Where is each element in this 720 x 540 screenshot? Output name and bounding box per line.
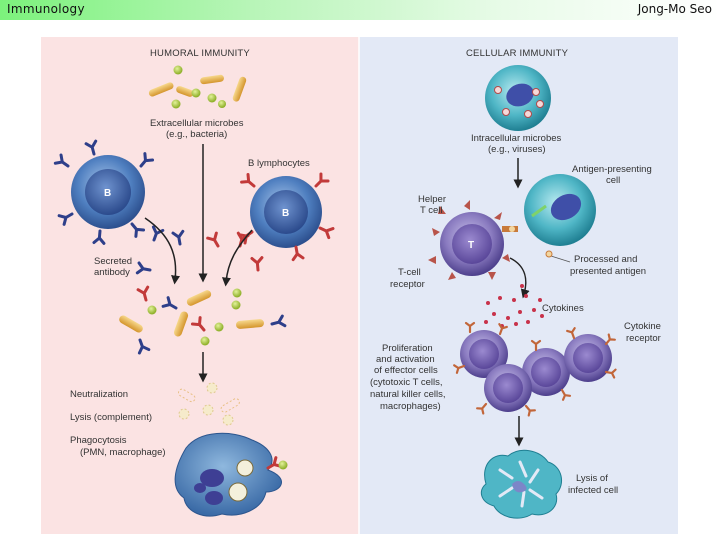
antigen-presenting-cell (524, 174, 596, 246)
proliferation-label-6: macrophages) (380, 401, 441, 412)
b-lymphocytes-label: B lymphocytes (248, 158, 310, 169)
secreted-label: Secreted (94, 256, 132, 267)
antibody-microbe-complexes (119, 285, 287, 355)
lysis-complement-label: Lysis (complement) (70, 412, 152, 423)
arrow-t-to-cytokines (509, 257, 530, 299)
cellular-title: CELLULAR IMMUNITY (466, 48, 569, 59)
b-cell-right (237, 172, 335, 262)
neutralized-microbes (177, 382, 240, 426)
macrophage (174, 432, 288, 517)
intracellular-microbes-example: (e.g., viruses) (488, 144, 546, 155)
helper-t-label: Helper (418, 194, 446, 205)
extracellular-microbes-example: (e.g., bacteria) (166, 129, 227, 140)
apc-label: Antigen-presenting (572, 164, 652, 175)
processed-antigen-label: Processed and (574, 254, 637, 265)
lysed-infected-cell (480, 449, 563, 519)
lysis-infected-label: Lysis of (576, 473, 608, 484)
b-cell-left-letter: B (104, 188, 111, 199)
cytokine-receptor-label: Cytokine (624, 321, 661, 332)
proliferation-label-4: (cytotoxic T cells, (370, 377, 443, 388)
processed-antigen-label-2: presented antigen (570, 266, 646, 277)
neutralization-label: Neutralization (70, 389, 128, 400)
extracellular-microbes-label: Extracellular microbes (150, 118, 244, 129)
slide-author: Jong-Mo Seo (637, 2, 712, 16)
extracellular-microbes (148, 65, 247, 109)
intracellular-infected-cell (485, 65, 551, 131)
slide-title: Immunology (7, 2, 85, 16)
intracellular-microbes-label: Intracellular microbes (471, 133, 562, 144)
apc-label-2: cell (606, 175, 620, 186)
title-bar: Immunology Jong-Mo Seo (0, 0, 720, 20)
proliferation-label-2: and activation (376, 354, 435, 365)
t-cell-letter: T (468, 240, 474, 251)
arrow-right-b-to-antibody (221, 229, 253, 287)
arrow-left-b-to-antibody (144, 217, 181, 285)
helper-t-label-2: T cell (420, 205, 443, 216)
proliferation-label-5: natural killer cells, (370, 389, 446, 400)
phagocytosis-label: Phagocytosis (70, 435, 127, 446)
proliferation-label-1: Proliferation (382, 343, 433, 354)
leader-processed-antigen (550, 255, 571, 263)
b-cell-left (53, 139, 155, 245)
helper-t-cell (428, 200, 518, 280)
lysis-infected-label-2: infected cell (568, 485, 618, 496)
b-cell-right-letter: B (282, 208, 289, 219)
tcr-label-2: receptor (390, 279, 425, 290)
humoral-title: HUMORAL IMMUNITY (150, 48, 250, 59)
cytokine-receptor-label-2: receptor (626, 333, 661, 344)
cytokines (484, 284, 544, 328)
phagocytosis-cells-label: (PMN, macrophage) (80, 447, 166, 458)
tcr-label: T-cell (398, 267, 421, 278)
cytokines-label: Cytokines (542, 303, 584, 314)
secreted-label-2: antibody (94, 267, 130, 278)
effector-cells (453, 321, 617, 417)
proliferation-label-3: of effector cells (374, 365, 438, 376)
